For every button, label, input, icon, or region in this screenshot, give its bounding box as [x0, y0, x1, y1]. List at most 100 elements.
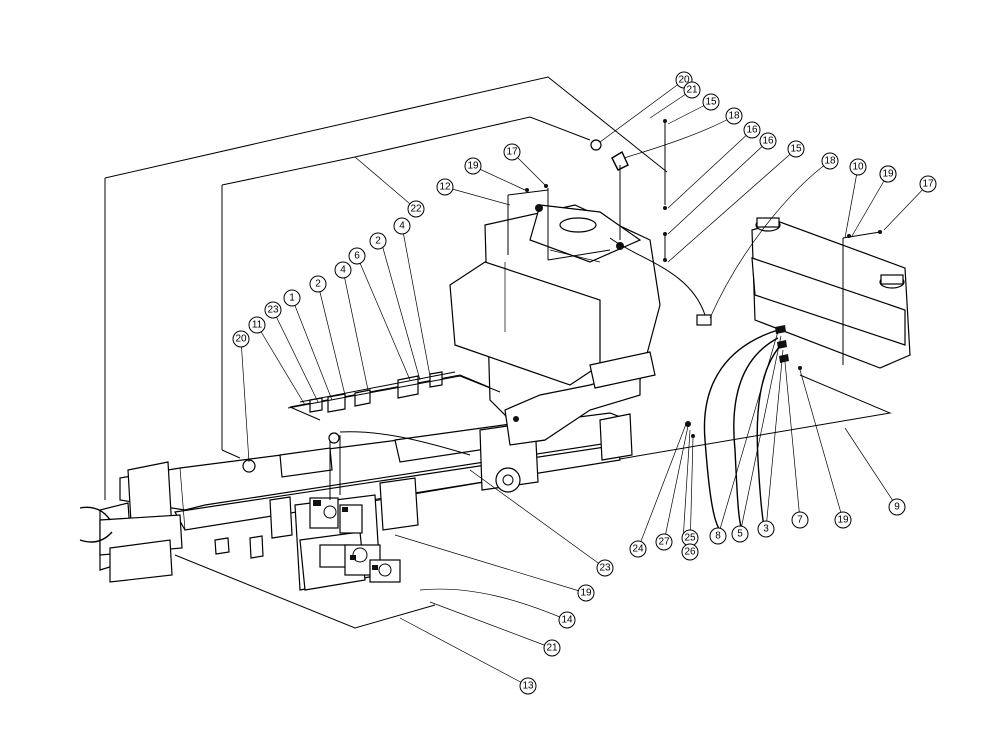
callout-8: 8 [709, 527, 727, 545]
callout-circle [283, 289, 301, 307]
hoses [339, 237, 789, 531]
callout-number: 2 [315, 279, 321, 290]
callout-circle [629, 540, 647, 558]
callout-22: 22 [407, 200, 425, 218]
callout-19: 19 [577, 584, 595, 602]
pump-valve-assembly [294, 435, 401, 591]
callout-circle [558, 611, 576, 629]
callout-number: 25 [684, 533, 696, 544]
chassis-frame [79, 412, 633, 583]
callout-circle [407, 200, 425, 218]
callout-number: 16 [746, 125, 758, 136]
callout-circle [248, 316, 266, 334]
callout-number: 7 [797, 515, 803, 526]
callout-21: 21 [683, 81, 701, 99]
callout-circle [264, 301, 282, 319]
callout-number: 19 [837, 515, 849, 526]
callout-number: 23 [599, 563, 611, 574]
callout-circle [232, 330, 250, 348]
callout-14: 14 [558, 611, 576, 629]
callout-number: 20 [678, 75, 690, 86]
callout-2: 2 [309, 275, 327, 293]
callout-17: 17 [919, 175, 937, 193]
callout-number: 19 [467, 161, 479, 172]
callout-17: 17 [503, 143, 521, 161]
callout-circle [393, 217, 411, 235]
callout-number: 6 [354, 251, 360, 262]
assembly-outline-lines [104, 76, 892, 629]
callout-number: 19 [882, 169, 894, 180]
callout-number: 12 [439, 182, 451, 193]
callout-6: 6 [348, 247, 366, 265]
callout-18: 18 [725, 107, 743, 125]
callout-4: 4 [393, 217, 411, 235]
callout-number: 20 [235, 334, 247, 345]
callout-1: 1 [283, 289, 301, 307]
callout-number: 15 [705, 97, 717, 108]
callout-number: 21 [686, 85, 698, 96]
leader-lines [240, 79, 929, 687]
callout-16: 16 [743, 121, 761, 139]
callout-number: 1 [289, 293, 295, 304]
callout-circle [725, 107, 743, 125]
callout-number: 26 [684, 547, 696, 558]
callout-circle [503, 143, 521, 161]
callout-13: 13 [519, 677, 537, 695]
callout-circle [681, 543, 699, 561]
callout-circle [709, 527, 727, 545]
callout-circle [834, 511, 852, 529]
callout-circle [577, 584, 595, 602]
callout-19: 19 [464, 157, 482, 175]
callout-10: 10 [849, 158, 867, 176]
callout-number: 8 [715, 531, 721, 542]
callout-number: 2 [375, 236, 381, 247]
callout-9: 9 [888, 498, 906, 516]
callout-11: 11 [248, 316, 266, 334]
callout-24: 24 [629, 540, 647, 558]
callout-circle [888, 498, 906, 516]
callout-circle [348, 247, 366, 265]
callout-27: 27 [655, 533, 673, 551]
callout-23: 23 [596, 559, 614, 577]
small-tank [751, 217, 911, 369]
callout-labels: 1223445678910111213141515161617171818191… [232, 71, 937, 695]
callout-21: 21 [543, 639, 561, 657]
callout-4: 4 [334, 261, 352, 279]
callout-20: 20 [232, 330, 250, 348]
callout-number: 18 [824, 156, 836, 167]
callout-circle [731, 525, 749, 543]
main-tank [449, 204, 661, 446]
callout-circle [596, 559, 614, 577]
callout-23: 23 [264, 301, 282, 319]
callout-circle [791, 511, 809, 529]
callout-number: 3 [763, 524, 769, 535]
callout-circle [683, 81, 701, 99]
top-fittings [507, 119, 882, 438]
callout-circle [702, 93, 720, 111]
callout-18: 18 [821, 152, 839, 170]
callout-circle [369, 232, 387, 250]
callout-number: 13 [522, 681, 534, 692]
callout-circle [519, 677, 537, 695]
callout-number: 22 [410, 204, 422, 215]
callout-circle [464, 157, 482, 175]
callout-number: 23 [267, 305, 279, 316]
callout-circle [757, 520, 775, 538]
callout-19: 19 [834, 511, 852, 529]
callout-number: 24 [632, 544, 644, 555]
callout-number: 18 [728, 111, 740, 122]
callout-circle [879, 165, 897, 183]
callout-number: 16 [762, 136, 774, 147]
callout-circle [821, 152, 839, 170]
callout-circle [787, 140, 805, 158]
callout-circle [543, 639, 561, 657]
callout-circle [655, 533, 673, 551]
callout-12: 12 [436, 178, 454, 196]
callout-number: 17 [922, 179, 934, 190]
callout-number: 4 [399, 221, 405, 232]
callout-number: 27 [658, 537, 670, 548]
callout-circle [436, 178, 454, 196]
callout-15: 15 [702, 93, 720, 111]
